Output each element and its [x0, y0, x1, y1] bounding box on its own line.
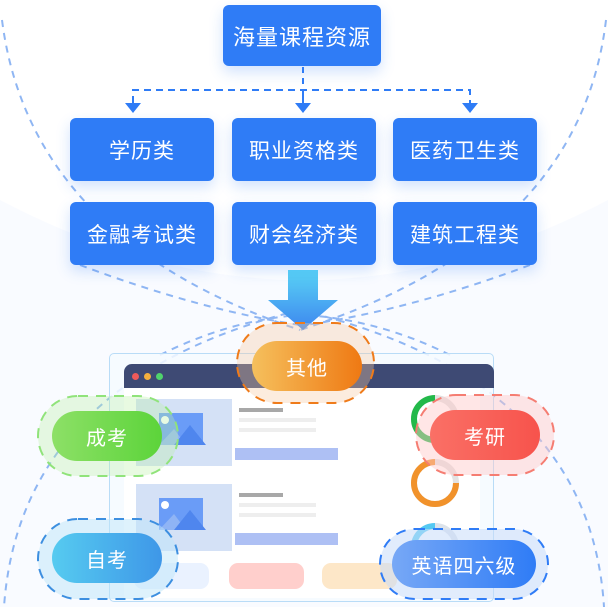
donut-orange — [411, 459, 459, 507]
text-line — [239, 503, 316, 507]
browser-content — [124, 388, 480, 598]
category-jinrong-kaoshi[interactable]: 金融考试类 — [70, 202, 214, 265]
progress-bar — [235, 533, 338, 545]
maximize-dot-icon — [156, 373, 163, 380]
tag-kaoyan[interactable]: 考研 — [430, 410, 540, 460]
close-dot-icon — [132, 373, 139, 380]
tag-english-cet[interactable]: 英语四六级 — [392, 540, 536, 588]
placeholder-button — [229, 563, 304, 589]
arrow-down-icon — [125, 103, 141, 113]
progress-bar — [235, 448, 338, 460]
tag-zikao[interactable]: 自考 — [52, 533, 162, 583]
category-xueli[interactable]: 学历类 — [70, 118, 214, 181]
text-line — [239, 418, 316, 422]
image-icon — [159, 413, 206, 445]
category-caihui-jingji[interactable]: 财会经济类 — [232, 202, 376, 265]
category-jianzhu-gongcheng[interactable]: 建筑工程类 — [393, 202, 537, 265]
minimize-dot-icon — [144, 373, 151, 380]
tag-chengkao[interactable]: 成考 — [52, 411, 162, 461]
arrow-down-icon — [295, 103, 311, 113]
text-line — [239, 408, 283, 412]
image-icon — [159, 498, 206, 530]
tag-other[interactable]: 其他 — [252, 341, 362, 391]
category-zhiye-zige[interactable]: 职业资格类 — [232, 118, 376, 181]
arrow-down-icon — [462, 103, 478, 113]
big-arrow-down-icon — [268, 270, 338, 330]
root-node[interactable]: 海量课程资源 — [223, 5, 381, 66]
text-line — [239, 428, 316, 432]
text-line — [239, 513, 316, 517]
category-yiyao-weisheng[interactable]: 医药卫生类 — [393, 118, 537, 181]
text-line — [239, 493, 283, 497]
arc-left-lower — [3, 309, 301, 607]
